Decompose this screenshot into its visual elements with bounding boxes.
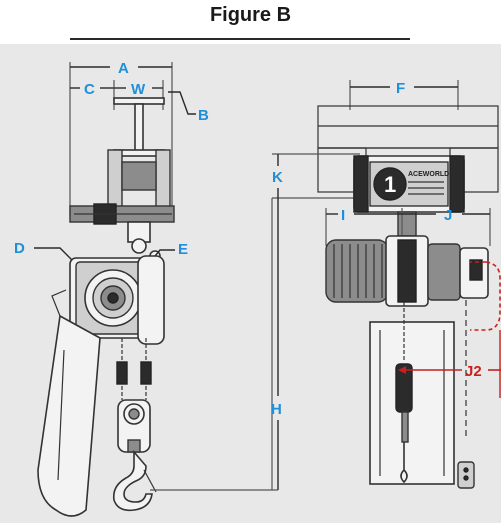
label-c: C bbox=[84, 81, 95, 98]
nameplate-number-badge bbox=[373, 167, 407, 201]
label-d: D bbox=[14, 240, 25, 257]
right-hoist-front-view: 1 ACEWORLD bbox=[150, 80, 501, 491]
figure-title: Figure B bbox=[209, 4, 292, 26]
label-e: E bbox=[178, 241, 188, 258]
title-underline bbox=[70, 38, 410, 40]
pendant-control bbox=[457, 461, 475, 489]
left-hoist-side-view bbox=[34, 62, 196, 517]
label-i: I bbox=[341, 207, 345, 224]
bottom-hook bbox=[112, 449, 153, 512]
label-w: W bbox=[131, 81, 146, 98]
optional-outline-j2 bbox=[470, 261, 501, 331]
chain-bag bbox=[37, 314, 101, 517]
label-h: H bbox=[271, 401, 282, 418]
nameplate-brand: ACEWORLD bbox=[408, 171, 449, 178]
label-b: B bbox=[198, 107, 209, 124]
label-a: A bbox=[118, 60, 129, 77]
leader-e bbox=[154, 249, 175, 257]
dimension-labels: A C W B D E F K I J H J2 bbox=[14, 60, 482, 418]
nameplate-number: 1 bbox=[384, 172, 396, 197]
label-j2: J2 bbox=[465, 363, 482, 380]
label-k: K bbox=[272, 169, 283, 186]
label-f: F bbox=[396, 80, 405, 97]
label-j: J bbox=[444, 207, 452, 224]
